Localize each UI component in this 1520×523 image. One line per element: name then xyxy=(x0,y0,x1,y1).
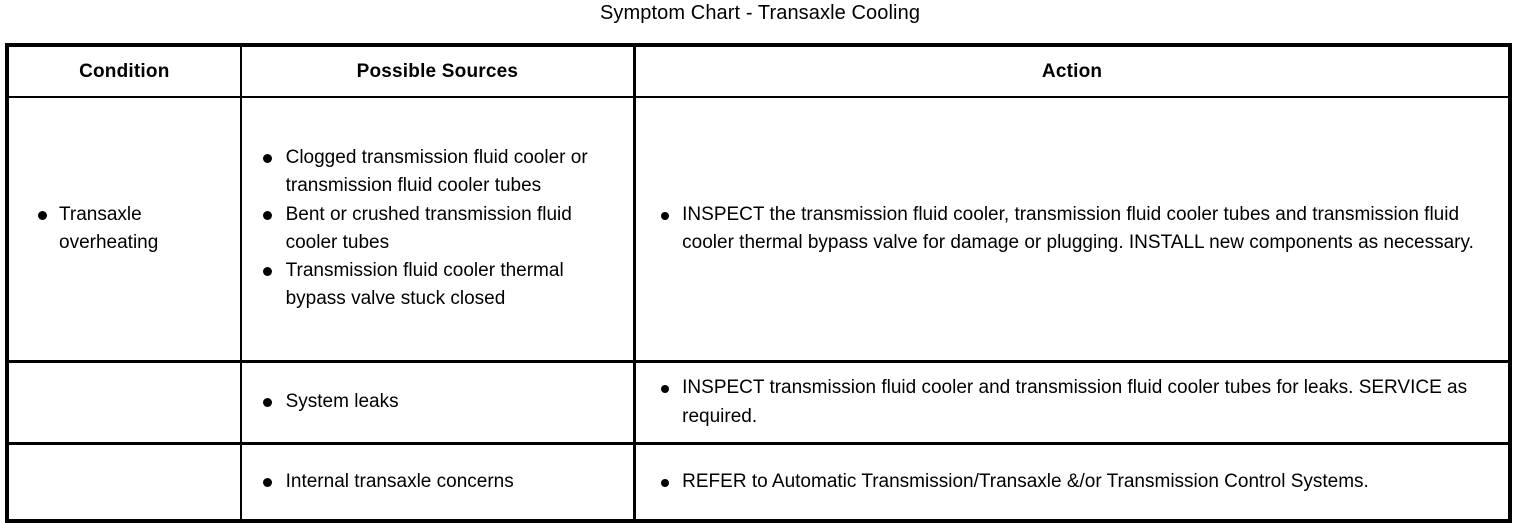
list-item: Bent or crushed transmission fluid coole… xyxy=(256,201,622,257)
possible-sources-bullet-list: System leaks xyxy=(256,388,622,416)
list-item: INSPECT transmission fluid cooler and tr… xyxy=(654,374,1492,431)
list-item: INSPECT the transmission fluid cooler, t… xyxy=(654,201,1492,258)
source-text: System leaks xyxy=(285,391,399,413)
cell-action: REFER to Automatic Transmission/Transaxl… xyxy=(633,442,1512,522)
list-item: Clogged transmission fluid cooler or tra… xyxy=(256,144,622,200)
cell-action: INSPECT the transmission fluid cooler, t… xyxy=(633,96,1512,363)
condition-bullet-list: Transaxle overheating xyxy=(31,201,230,258)
list-item: Transmission fluid cooler thermal bypass… xyxy=(256,257,622,313)
column-header-action: Action xyxy=(633,44,1512,98)
cell-action: INSPECT transmission fluid cooler and tr… xyxy=(633,360,1512,445)
source-text: Clogged transmission fluid cooler or tra… xyxy=(285,146,588,196)
table-body: Transaxle overheating Clogged transmissi… xyxy=(6,96,1512,522)
symptom-chart-table: Condition Possible Sources Action Transa… xyxy=(5,43,1512,523)
table-row: Transaxle overheating Clogged transmissi… xyxy=(6,96,1512,363)
table-header-row: Condition Possible Sources Action xyxy=(6,44,1512,98)
action-bullet-list: INSPECT the transmission fluid cooler, t… xyxy=(654,201,1492,258)
cell-possible-sources: Clogged transmission fluid cooler or tra… xyxy=(239,96,636,363)
list-item: REFER to Automatic Transmission/Transaxl… xyxy=(654,468,1492,497)
column-header-possible-sources: Possible Sources xyxy=(239,44,636,98)
column-header-condition: Condition xyxy=(6,44,242,98)
possible-sources-bullet-list: Internal transaxle concerns xyxy=(256,468,622,496)
possible-sources-bullet-list: Clogged transmission fluid cooler or tra… xyxy=(256,144,622,314)
source-text: Transmission fluid cooler thermal bypass… xyxy=(285,260,564,310)
table-row: System leaks INSPECT transmission fluid … xyxy=(6,360,1512,445)
action-bullet-list: INSPECT transmission fluid cooler and tr… xyxy=(654,374,1492,431)
list-item: Transaxle overheating xyxy=(31,201,230,258)
list-item: Internal transaxle concerns xyxy=(256,468,622,496)
action-text: REFER to Automatic Transmission/Transaxl… xyxy=(682,470,1369,492)
action-bullet-list: REFER to Automatic Transmission/Transaxl… xyxy=(654,468,1492,497)
condition-text: Transaxle overheating xyxy=(59,203,159,254)
page-title: Symptom Chart - Transaxle Cooling xyxy=(599,2,921,24)
cell-possible-sources: Internal transaxle concerns xyxy=(239,442,636,522)
table-row: Internal transaxle concerns REFER to Aut… xyxy=(6,442,1512,522)
cell-condition xyxy=(6,360,242,445)
cell-condition: Transaxle overheating xyxy=(6,96,242,363)
action-text: INSPECT the transmission fluid cooler, t… xyxy=(682,203,1474,254)
cell-possible-sources: System leaks xyxy=(239,360,636,445)
source-text: Internal transaxle concerns xyxy=(285,470,514,492)
source-text: Bent or crushed transmission fluid coole… xyxy=(285,203,572,253)
list-item: System leaks xyxy=(256,388,622,416)
cell-condition xyxy=(6,442,242,522)
action-text: INSPECT transmission fluid cooler and tr… xyxy=(682,377,1468,427)
